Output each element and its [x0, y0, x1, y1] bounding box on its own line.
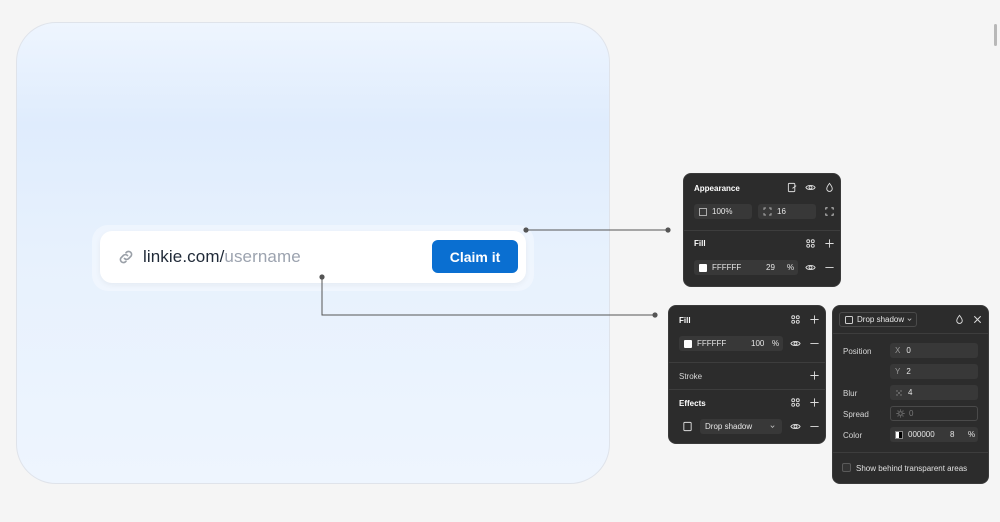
- color-label: Color: [843, 431, 863, 440]
- style-grid-icon[interactable]: [790, 314, 801, 325]
- remove-fill-icon[interactable]: [809, 338, 820, 349]
- fill-hex: FFFFFF: [712, 263, 742, 272]
- connector-dot: [652, 312, 658, 318]
- position-label: Position: [843, 347, 872, 356]
- fill-percent: %: [787, 263, 795, 272]
- effect-settings-icon[interactable]: [682, 421, 693, 432]
- link-icon: [119, 250, 133, 264]
- color-percent: %: [968, 430, 976, 439]
- corner-radius-value: 16: [777, 207, 786, 216]
- spread-icon: [896, 409, 905, 418]
- shadow-type-select[interactable]: Drop shadow: [839, 312, 917, 327]
- eye-icon[interactable]: [805, 182, 816, 193]
- stroke-title: Stroke: [679, 372, 703, 381]
- color-opacity: 8: [950, 430, 955, 439]
- button-fill-field[interactable]: FFFFFF 100 %: [679, 336, 783, 351]
- remove-effect-icon[interactable]: [809, 421, 820, 432]
- drop-icon[interactable]: [954, 314, 965, 325]
- url-domain: linkie.com/: [143, 247, 225, 266]
- show-behind-label: Show behind transparent areas: [856, 464, 968, 473]
- connector-dot: [665, 227, 671, 233]
- appearance-panel: Appearance 100% 16 Fill FFFFFF 29 %: [683, 173, 841, 287]
- x-value: 0: [906, 346, 911, 355]
- claim-button[interactable]: Claim it: [432, 240, 518, 273]
- fill-swatch[interactable]: [684, 339, 692, 348]
- blur-icon: [896, 389, 902, 396]
- corner-radius-field[interactable]: 16: [758, 204, 816, 219]
- shadow-type-value: Drop shadow: [857, 315, 905, 324]
- fill-visibility-icon[interactable]: [790, 338, 801, 349]
- style-grid-icon[interactable]: [805, 238, 816, 249]
- blur-label: Blur: [843, 389, 858, 398]
- y-label: Y: [895, 367, 901, 376]
- shadow-color-field[interactable]: 000000 8 %: [890, 427, 978, 442]
- opacity-value: 100%: [712, 207, 733, 216]
- effect-visibility-icon[interactable]: [790, 421, 801, 432]
- color-swatch[interactable]: [895, 430, 903, 439]
- fill-swatch[interactable]: [699, 263, 707, 272]
- x-label: X: [895, 346, 901, 355]
- fill-opacity: 29: [766, 263, 775, 272]
- show-behind-checkbox[interactable]: [842, 463, 851, 472]
- opacity-icon: [699, 207, 707, 216]
- drop-icon[interactable]: [824, 182, 835, 193]
- shadow-x-field[interactable]: X 0: [890, 343, 978, 358]
- add-stroke-icon[interactable]: [809, 370, 820, 381]
- blur-value: 4: [908, 388, 913, 397]
- url-placeholder: username: [224, 247, 301, 266]
- style-grid-icon[interactable]: [790, 397, 801, 408]
- opacity-field[interactable]: 100%: [694, 204, 752, 219]
- add-effect-icon[interactable]: [809, 397, 820, 408]
- button-fill-opacity: 100: [751, 339, 765, 348]
- shadow-y-field[interactable]: Y 2: [890, 364, 978, 379]
- button-fill-percent: %: [772, 339, 780, 348]
- fill-visibility-icon[interactable]: [805, 262, 816, 273]
- spread-label: Spread: [843, 410, 869, 419]
- claim-url-bar: linkie.com/username Claim it: [100, 231, 526, 283]
- page-scrollbar[interactable]: [994, 24, 997, 46]
- url-input[interactable]: linkie.com/username: [143, 247, 301, 267]
- spread-value: 0: [909, 409, 914, 418]
- chevron-down-icon: [770, 425, 775, 428]
- color-hex: 000000: [908, 430, 935, 439]
- effect-settings-icon: [845, 315, 853, 324]
- button-fill-hex: FFFFFF: [697, 339, 727, 348]
- y-value: 2: [906, 367, 911, 376]
- appearance-fill-title: Fill: [694, 239, 706, 248]
- shadow-spread-field[interactable]: 0: [890, 406, 978, 421]
- effect-type-value: Drop shadow: [705, 422, 753, 431]
- appearance-fill-field[interactable]: FFFFFF 29 %: [694, 260, 798, 275]
- shadow-blur-field[interactable]: 4: [890, 385, 978, 400]
- button-properties-panel: Fill FFFFFF 100 % Stroke Effects Drop sh…: [668, 305, 826, 444]
- effects-title: Effects: [679, 399, 706, 408]
- effect-type-select[interactable]: Drop shadow: [700, 419, 782, 434]
- add-fill-icon[interactable]: [809, 314, 820, 325]
- drop-shadow-panel: Drop shadow Position X 0 Y 2 Blur 4 Spre…: [832, 305, 989, 484]
- remove-fill-icon[interactable]: [824, 262, 835, 273]
- button-fill-title: Fill: [679, 316, 691, 325]
- independent-corners-icon[interactable]: [824, 206, 835, 217]
- close-icon[interactable]: [972, 314, 983, 325]
- corner-radius-icon: [763, 207, 772, 216]
- appearance-title: Appearance: [694, 184, 740, 193]
- chevron-down-icon: [907, 318, 912, 321]
- style-icon[interactable]: [787, 182, 798, 193]
- add-fill-icon[interactable]: [824, 238, 835, 249]
